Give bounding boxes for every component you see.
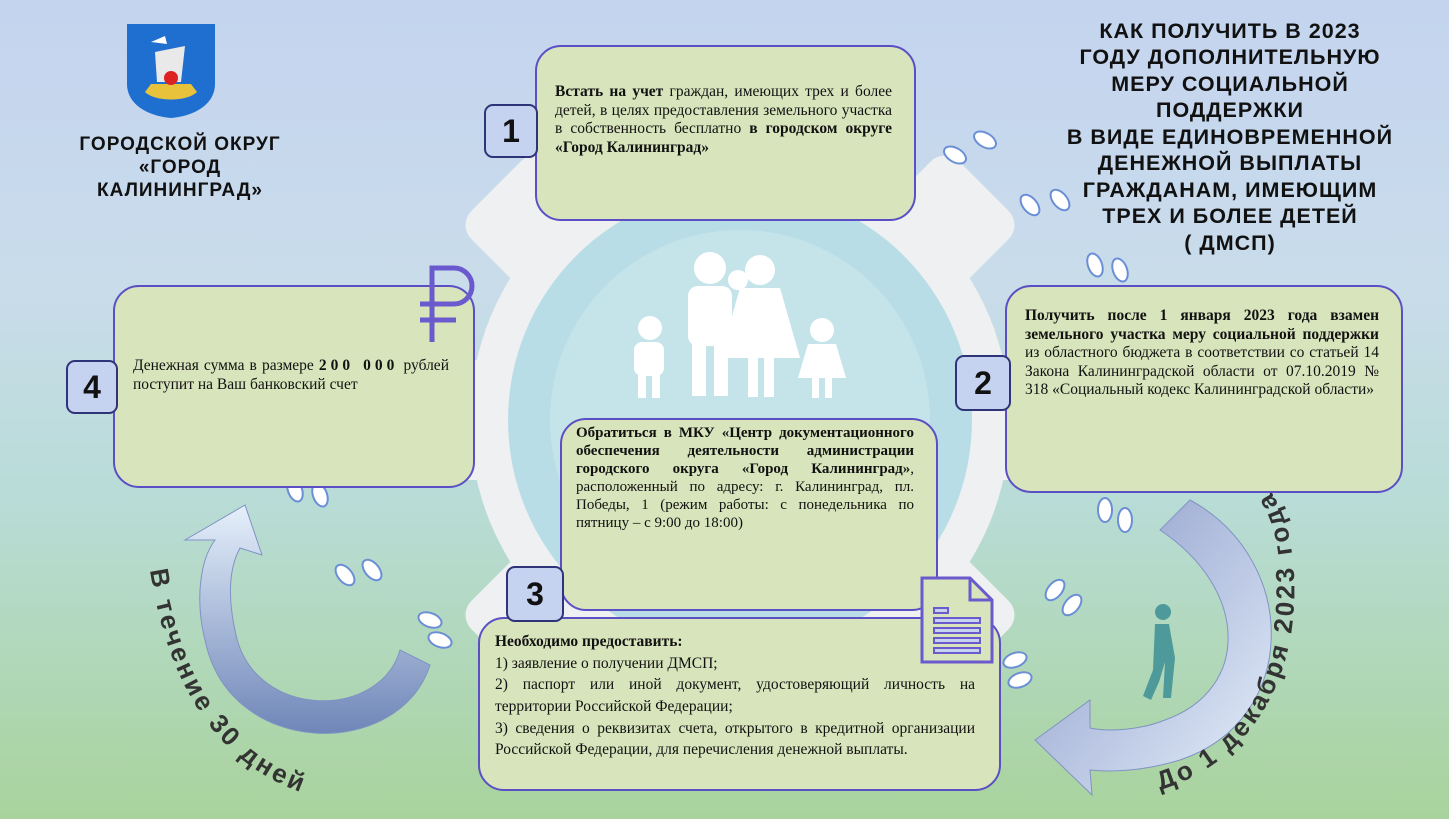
step-2-badge: 2 [955,355,1011,411]
step-3-card: Обратиться в МКУ «Центр документационног… [560,418,938,611]
step-3-text: , расположенный по адресу: г. Калинингра… [576,461,914,531]
document-item: 3) сведения о реквизитах счета, открытог… [495,719,975,759]
walking-person-icon [1143,604,1175,700]
step-3-badge: 3 [506,566,564,622]
step-1-text: граждан, имеющих трех и более детей, в ц… [555,83,892,138]
document-icon [920,576,994,664]
documents-card: Необходимо предоставить: 1) заявление о … [478,617,1001,791]
title-line: МЕРУ СОЦИАЛЬНОЙ [1111,71,1349,96]
left-arrow [183,504,431,734]
family-icon [634,252,846,398]
step-2-card: Получить после 1 января 2023 года взамен… [1005,285,1403,493]
step-1-card: Встать на учет граждан, имеющих трех и б… [535,45,916,221]
step-1-bold: Встать на учет [555,83,664,100]
step-1-bold-end: в городском округе «Город Калининград» [555,120,892,156]
step-2-bold: Получить после 1 января 2023 года взамен… [1025,307,1379,343]
step-4-amount: 200 000 [318,357,399,374]
title-line: ТРЕХ И БОЛЕЕ ДЕТЕЙ [1102,204,1358,229]
documents-heading: Необходимо предоставить: [495,633,683,650]
step-4-card: Денежная сумма в размере 200 000 рублей … [113,285,475,488]
title-line: ГРАЖДАНАМ, ИМЕЮЩИМ [1082,177,1378,202]
title-line: ПОДДЕРЖКИ [1156,98,1304,123]
footprints-icon [286,130,1133,689]
title-line: ГОДУ ДОПОЛНИТЕЛЬНУЮ [1079,45,1381,70]
title-line: ( ДМСП) [1184,230,1276,255]
step-3-bold: Обратиться в МКУ «Центр документационног… [576,425,914,477]
step-4-text: Денежная сумма в размере [133,357,319,374]
page-title: КАК ПОЛУЧИТЬ В 2023 ГОДУ ДОПОЛНИТЕЛЬНУЮ … [1030,18,1430,256]
city-name: ГОРОДСКОЙ ОКРУГ «ГОРОД КАЛИНИНГРАД» [79,134,281,201]
document-item: 2) паспорт или иной документ, удостоверя… [495,676,975,716]
document-item: 1) заявление о получении ДМСП; [495,654,718,672]
ruble-icon [420,265,475,342]
step-2-text: из областного бюджета в соответствии со … [1025,344,1379,399]
step-1-badge: 1 [484,104,538,158]
title-line: КАК ПОЛУЧИТЬ В 2023 [1099,19,1361,43]
step-4-badge: 4 [66,360,118,414]
title-line: ДЕНЕЖНОЙ ВЫПЛАТЫ [1097,151,1363,176]
right-arrow [1034,499,1272,797]
city-coat-of-arms-logo [127,24,215,118]
step-4-text-end: рублей поступит на Ваш банковский счет [133,357,449,393]
title-line: В ВИДЕ ЕДИНОВРЕМЕННОЙ [1066,124,1394,149]
